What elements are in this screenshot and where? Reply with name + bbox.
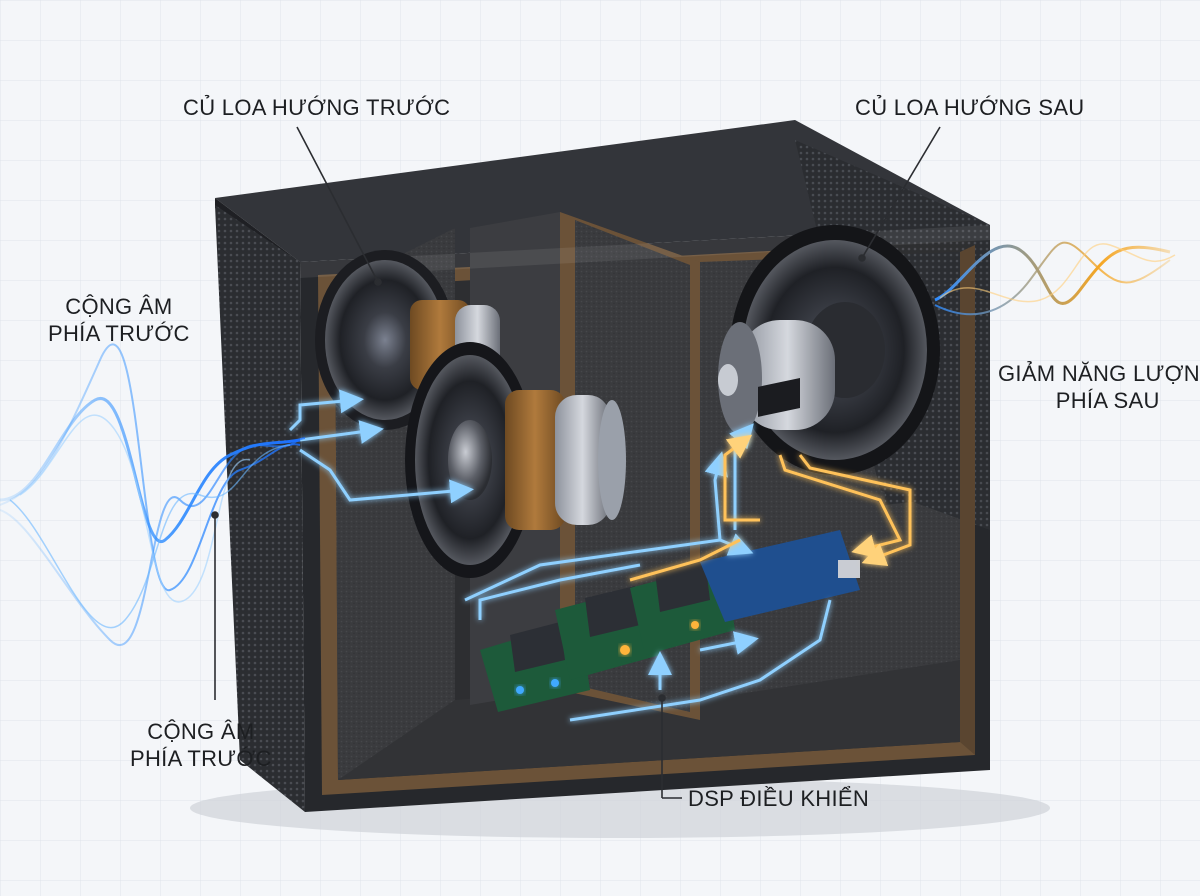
label-front-boost-top-line2: PHÍA TRƯỚC [48, 321, 190, 346]
label-front-boost-bottom-line1: CỘNG ÂM [147, 719, 255, 744]
label-rear-reduce: GIẢM NĂNG LƯỢNG PHÍA SAU [998, 360, 1200, 414]
label-rear-reduce-line1: GIẢM NĂNG LƯỢNG [998, 361, 1200, 386]
amplifier-board-3 [630, 560, 735, 655]
label-rear-driver: CỦ LOA HƯỚNG SAU [855, 95, 1085, 120]
label-front-boost-bottom-line2: PHÍA TRƯỚC [130, 746, 272, 771]
amplifier-board-2 [555, 585, 660, 680]
label-dsp: DSP ĐIỀU KHIỂN [688, 786, 870, 811]
rear-signal-paths [629, 434, 912, 582]
label-front-boost-bottom: CỘNG ÂM PHÍA TRƯỚC [130, 718, 272, 772]
label-rear-reduce-line2: PHÍA SAU [1055, 388, 1160, 413]
label-front-driver: CỦ LOA HƯỚNG TRƯỚC [183, 95, 451, 120]
rear-driver [718, 225, 940, 475]
label-front-boost-top-line1: CỘNG ÂM [65, 294, 173, 319]
callout-lines [211, 126, 941, 799]
label-front-boost-top: CỘNG ÂM PHÍA TRƯỚC [48, 293, 190, 347]
front-driver-main [405, 342, 626, 578]
rear-sound-wave [934, 241, 1176, 316]
front-sound-wave [0, 343, 306, 646]
